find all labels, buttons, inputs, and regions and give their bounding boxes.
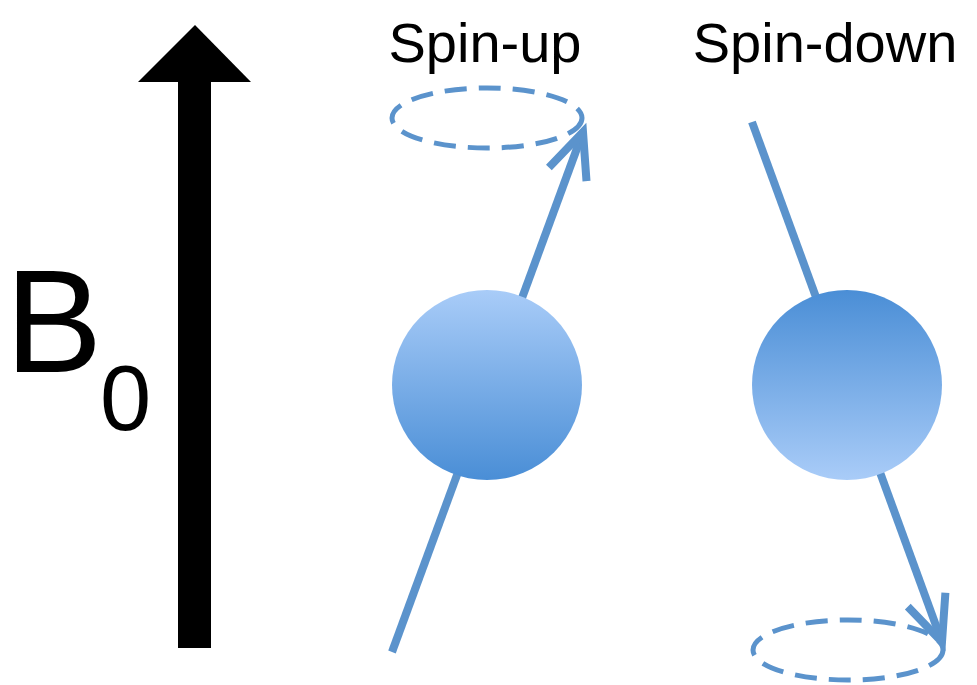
- spin-down-proton: [752, 122, 945, 680]
- spin-up-proton: [392, 88, 587, 652]
- state-label: Spin-up: [388, 15, 581, 71]
- field-arrow: [138, 25, 251, 648]
- state-label: Spin-down: [693, 15, 958, 71]
- field-subscript: 0: [100, 352, 151, 444]
- field-symbol: B: [5, 249, 102, 395]
